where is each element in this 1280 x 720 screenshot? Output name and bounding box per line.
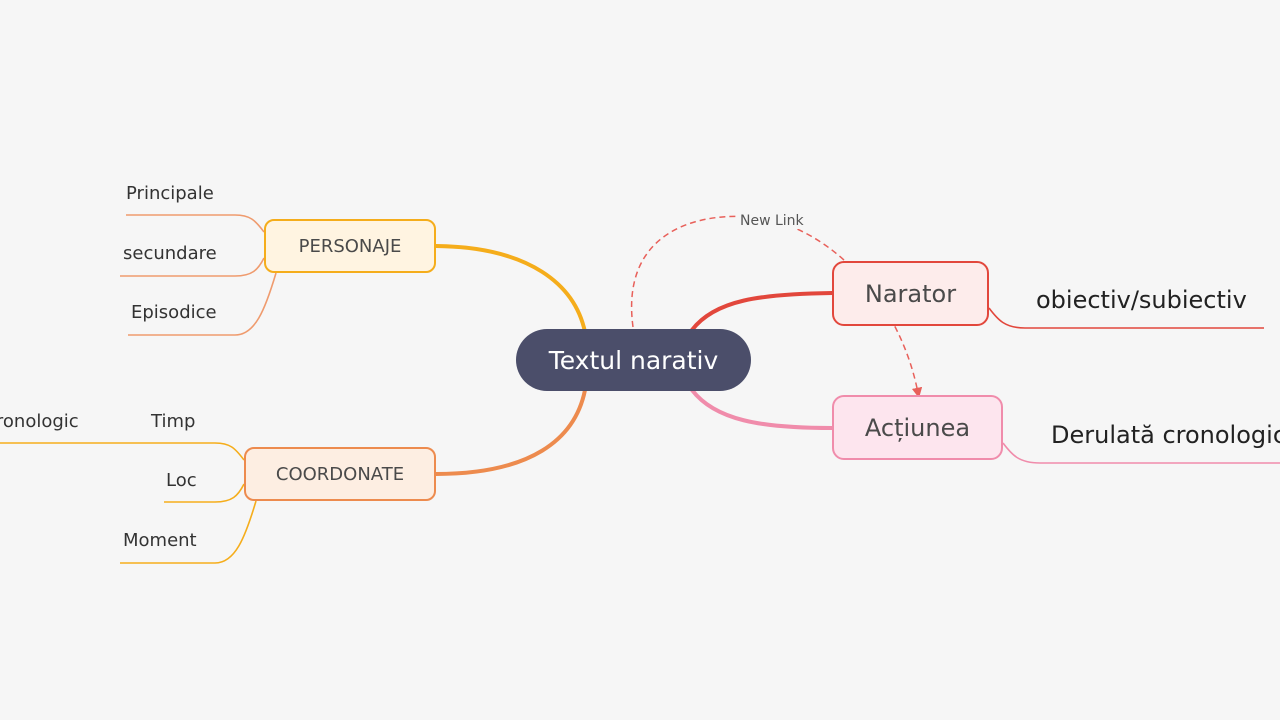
subtopic-episodice[interactable]: Episodice <box>131 302 217 323</box>
connector-personaje-secundare <box>120 257 265 277</box>
relationship-label[interactable]: New Link <box>739 213 805 229</box>
connector-coordonate-loc <box>164 483 245 503</box>
subtopic-derulata-cronologic[interactable]: Derulată cronologic <box>1051 421 1280 449</box>
connector-root-narator <box>690 291 834 332</box>
topic-coordonate[interactable]: COORDONATE <box>244 447 436 501</box>
topic-personaje[interactable]: PERSONAJE <box>264 219 436 273</box>
subtopic-obiectiv-subiectiv[interactable]: obiectiv/subiectiv <box>1036 286 1247 314</box>
connector-coordonate-timp <box>0 442 245 461</box>
connector-root-coordonate <box>434 388 587 476</box>
topic-personaje-label: PERSONAJE <box>298 235 402 257</box>
central-topic-label: Textul narativ <box>548 345 719 375</box>
subtopic-principale[interactable]: Principale <box>126 183 214 204</box>
subtopic-loc[interactable]: Loc <box>166 470 197 491</box>
connector-coordonate-moment <box>120 500 257 564</box>
connector-root-actiunea <box>690 388 834 430</box>
connector-personaje-episodice <box>128 272 277 336</box>
topic-actiunea-label: Acțiunea <box>864 413 971 442</box>
subtopic-secundare[interactable]: secundare <box>123 243 217 264</box>
topic-narator[interactable]: Narator <box>832 261 989 326</box>
subtopic-cronologic[interactable]: cronologic <box>0 411 79 432</box>
connector-actiunea-child <box>1002 442 1280 464</box>
topic-actiunea[interactable]: Acțiunea <box>832 395 1003 460</box>
subtopic-timp[interactable]: Timp <box>151 411 196 432</box>
topic-narator-label: Narator <box>864 279 957 308</box>
connector-root-personaje <box>434 244 587 334</box>
topic-coordonate-label: COORDONATE <box>275 463 405 485</box>
connector-personaje-principale <box>126 214 265 233</box>
subtopic-moment[interactable]: Moment <box>123 530 197 551</box>
connector-narator-child <box>988 307 1264 329</box>
central-topic[interactable]: Textul narativ <box>516 329 751 391</box>
